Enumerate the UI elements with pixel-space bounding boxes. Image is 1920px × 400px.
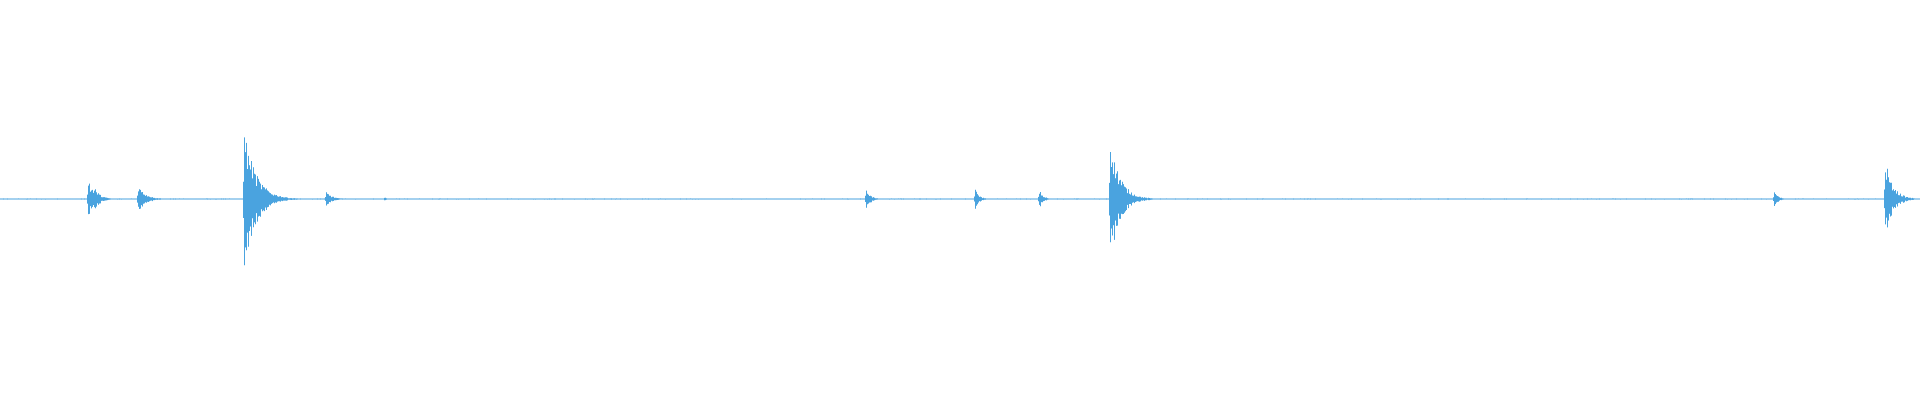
waveform-signal <box>0 137 1920 266</box>
